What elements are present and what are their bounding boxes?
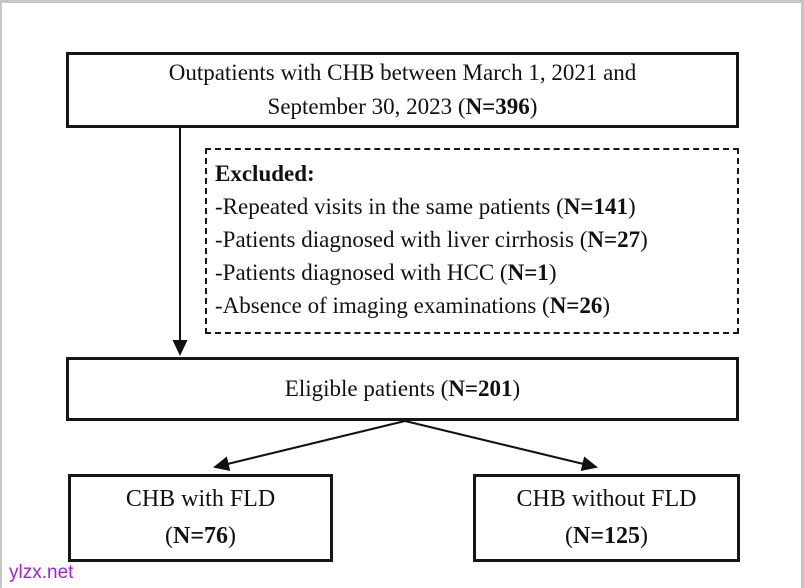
box-chb-with-fld: CHB with FLD (N=76): [68, 474, 333, 562]
box-excluded: Excluded: -Repeated visits in the same p…: [205, 148, 739, 334]
excluded-title: Excluded:: [215, 161, 315, 186]
chb-without-fld-title: CHB without FLD: [516, 486, 697, 512]
excluded-item: -Repeated visits in the same patients (N…: [215, 194, 636, 219]
outpatients-line2: September 30, 2023 (N=396): [267, 94, 538, 119]
excluded-count-cirrhosis: N=27: [587, 227, 641, 252]
outpatients-line1: Outpatients with CHB between March 1, 20…: [168, 60, 637, 85]
excluded-item: -Patients diagnosed with HCC (N=1): [215, 260, 557, 285]
chb-with-fld-count-line: (N=76): [164, 523, 236, 549]
chb-without-fld-count-line: (N=125): [564, 523, 648, 549]
excluded-count-repeated-visits: N=141: [563, 194, 628, 219]
arrow-eligible-to-right: [404, 420, 598, 472]
chb-with-fld-title: CHB with FLD: [125, 486, 276, 512]
excluded-count-hcc: N=1: [507, 260, 549, 285]
chb-with-fld-count: N=76: [172, 523, 228, 549]
outpatients-count: N=396: [465, 94, 530, 119]
excluded-item: -Absence of imaging examinations (N=26): [215, 293, 611, 318]
box-chb-without-fld: CHB without FLD (N=125): [473, 474, 740, 562]
watermark-ylzx: ylzx.net: [9, 562, 74, 583]
eligible-line: Eligible patients (N=201): [284, 376, 521, 401]
arrow-eligible-to-left: [213, 420, 406, 471]
chb-without-fld-count: N=125: [572, 523, 640, 549]
excluded-count-no-imaging: N=26: [549, 293, 603, 318]
box-eligible: Eligible patients (N=201): [66, 357, 739, 421]
eligible-count: N=201: [448, 376, 513, 401]
excluded-item: -Patients diagnosed with liver cirrhosis…: [215, 227, 648, 252]
box-outpatients: Outpatients with CHB between March 1, 20…: [66, 52, 739, 128]
